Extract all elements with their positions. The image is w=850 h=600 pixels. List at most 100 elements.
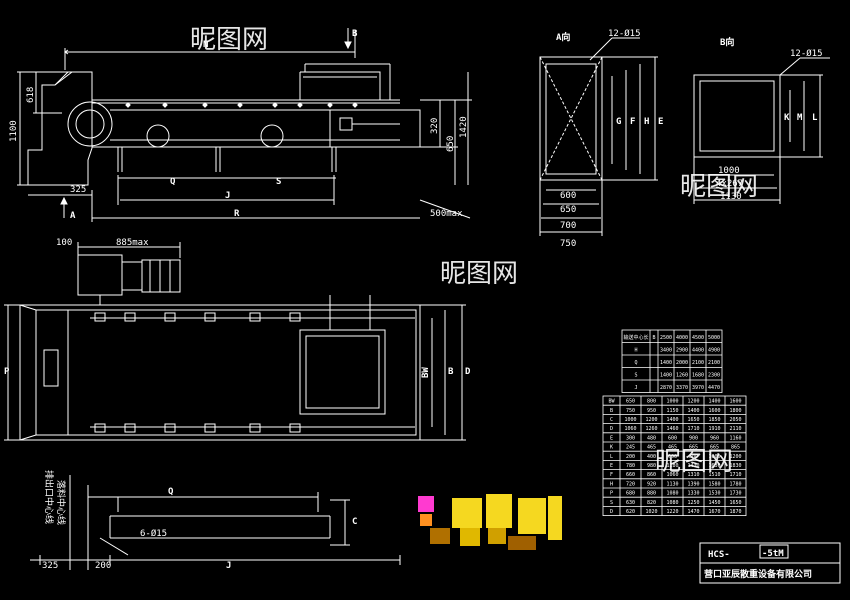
view-a-holes: 12-Ø15 bbox=[608, 28, 641, 39]
table-cell: 1580 bbox=[708, 481, 720, 487]
logo-block bbox=[418, 494, 562, 550]
model-suffix: -5tM bbox=[762, 549, 784, 559]
table-cell: 4470 bbox=[708, 385, 720, 391]
table-cell: B bbox=[652, 335, 655, 341]
table-cell: P bbox=[610, 491, 613, 497]
bolt-mark bbox=[124, 312, 136, 322]
watermark-layer: 昵图网 昵图网 昵图网 昵图网 bbox=[190, 25, 758, 477]
table-cell: 1430 bbox=[687, 463, 699, 469]
table-cell: 620 bbox=[626, 509, 635, 515]
table-cell: 1850 bbox=[708, 417, 720, 423]
dim-500max: 500max bbox=[430, 209, 463, 219]
table-cell: 680 bbox=[626, 491, 635, 497]
table-cell: 2100 bbox=[708, 360, 720, 366]
table-cell: 1650 bbox=[729, 500, 741, 506]
table-cell: 820 bbox=[647, 500, 656, 506]
table-cell: 1060 bbox=[624, 426, 636, 432]
view-a bbox=[539, 37, 658, 236]
table-cell: 1160 bbox=[729, 435, 741, 441]
bolt-mark bbox=[94, 312, 106, 322]
chain-mark bbox=[162, 102, 168, 108]
table-cell: 1060 bbox=[666, 472, 678, 478]
table-cell: 1630 bbox=[708, 463, 720, 469]
table-cell: 1780 bbox=[729, 481, 741, 487]
table-cell: 1330 bbox=[687, 491, 699, 497]
dim-L: L bbox=[812, 113, 818, 123]
table-cell: 800 bbox=[647, 399, 656, 405]
dim-1100: 1100 bbox=[9, 120, 19, 142]
table-cell: 880 bbox=[647, 491, 656, 497]
table-cell: 4400 bbox=[692, 348, 704, 354]
table-cell: 1200 bbox=[645, 417, 657, 423]
arrow-A-label: A bbox=[70, 211, 76, 221]
table-cell: 1650 bbox=[687, 417, 699, 423]
table-cell: 600 bbox=[668, 435, 677, 441]
table-cell: 1000 bbox=[624, 417, 636, 423]
label-feed-centerline: 落料中心线 bbox=[55, 480, 67, 525]
table-cell: 465 bbox=[647, 445, 656, 451]
dim-B: B bbox=[448, 367, 454, 377]
table-cell: 1600 bbox=[708, 408, 720, 414]
plan-view bbox=[4, 242, 466, 441]
view-b-title: B向 bbox=[720, 36, 734, 48]
table-cell: 1530 bbox=[708, 491, 720, 497]
dim-G: G bbox=[616, 117, 621, 127]
table-cell: BW bbox=[608, 399, 615, 405]
table-cell: 1400 bbox=[666, 417, 678, 423]
table-cell: 2000 bbox=[676, 360, 688, 366]
view-a-labels: A向 12-Ø15 G F H E 600 650 700 750 bbox=[556, 28, 663, 249]
table-cell: 2100 bbox=[692, 360, 704, 366]
table-cell: S bbox=[634, 373, 637, 379]
dim-D: D bbox=[465, 367, 471, 377]
bolt-mark bbox=[249, 423, 261, 433]
side-view-labels: N B A 1100 618 320 650 1420 325 Q S J R … bbox=[9, 29, 469, 221]
table-cell: 245 bbox=[626, 445, 635, 451]
dim-1130: 1130 bbox=[720, 192, 742, 202]
view-b bbox=[693, 57, 830, 204]
table-cell: 1600 bbox=[729, 399, 741, 405]
table-cell: 1310 bbox=[687, 472, 699, 478]
company-name: 营口亚辰散重设备有限公司 bbox=[704, 568, 812, 580]
table-cell: 750 bbox=[626, 408, 635, 414]
dim-J-bottom: J bbox=[226, 561, 231, 571]
watermark: 昵图网 bbox=[440, 259, 518, 289]
table-cell: 1180 bbox=[666, 463, 678, 469]
dim-4x267: 4x267 bbox=[716, 179, 743, 189]
view-a-title: A向 bbox=[556, 31, 570, 43]
bolt-mark bbox=[289, 312, 301, 322]
table-cell: 1130 bbox=[666, 481, 678, 487]
table-cell: 2050 bbox=[729, 417, 741, 423]
dim-325: 325 bbox=[70, 185, 86, 195]
view-b-labels: B向 12-Ø15 K M L 1000 4x267 1130 bbox=[716, 36, 823, 202]
table-cell: 1670 bbox=[708, 509, 720, 515]
table-cell: 2900 bbox=[676, 348, 688, 354]
table-cell: 780 bbox=[626, 463, 635, 469]
side-view-chain-marks bbox=[125, 102, 358, 108]
table-cell: F bbox=[610, 472, 613, 478]
table-cell: J bbox=[634, 385, 637, 391]
table-cell: 1260 bbox=[645, 426, 657, 432]
bolt-mark bbox=[164, 423, 176, 433]
table-cell: 480 bbox=[647, 435, 656, 441]
table-cell: 2110 bbox=[729, 426, 741, 432]
dim-6-015: 6-Ø15 bbox=[140, 528, 167, 539]
table-cell: 960 bbox=[710, 435, 719, 441]
table-cell: 1400 bbox=[687, 408, 699, 414]
plan-view-labels: 100 885max P BW B D bbox=[4, 238, 471, 378]
chain-mark bbox=[237, 102, 243, 108]
table-cell: 1390 bbox=[687, 481, 699, 487]
table-cell: H bbox=[634, 348, 637, 354]
chain-mark bbox=[202, 102, 208, 108]
table-cell: K bbox=[610, 445, 613, 451]
dim-N: N bbox=[203, 40, 208, 50]
watermark: 昵图网 bbox=[680, 172, 758, 202]
table-cell: 800 bbox=[689, 454, 698, 460]
table-cell: 900 bbox=[689, 435, 698, 441]
table-cell: D bbox=[610, 509, 613, 515]
table-cell: 4500 bbox=[692, 335, 704, 341]
table-cell: 630 bbox=[626, 500, 635, 506]
bottom-view-labels: 排出口中心线 落料中心线 Q C 6-Ø15 325 200 J bbox=[42, 470, 357, 571]
table-cell: 950 bbox=[647, 408, 656, 414]
table-cell: C bbox=[610, 417, 613, 423]
